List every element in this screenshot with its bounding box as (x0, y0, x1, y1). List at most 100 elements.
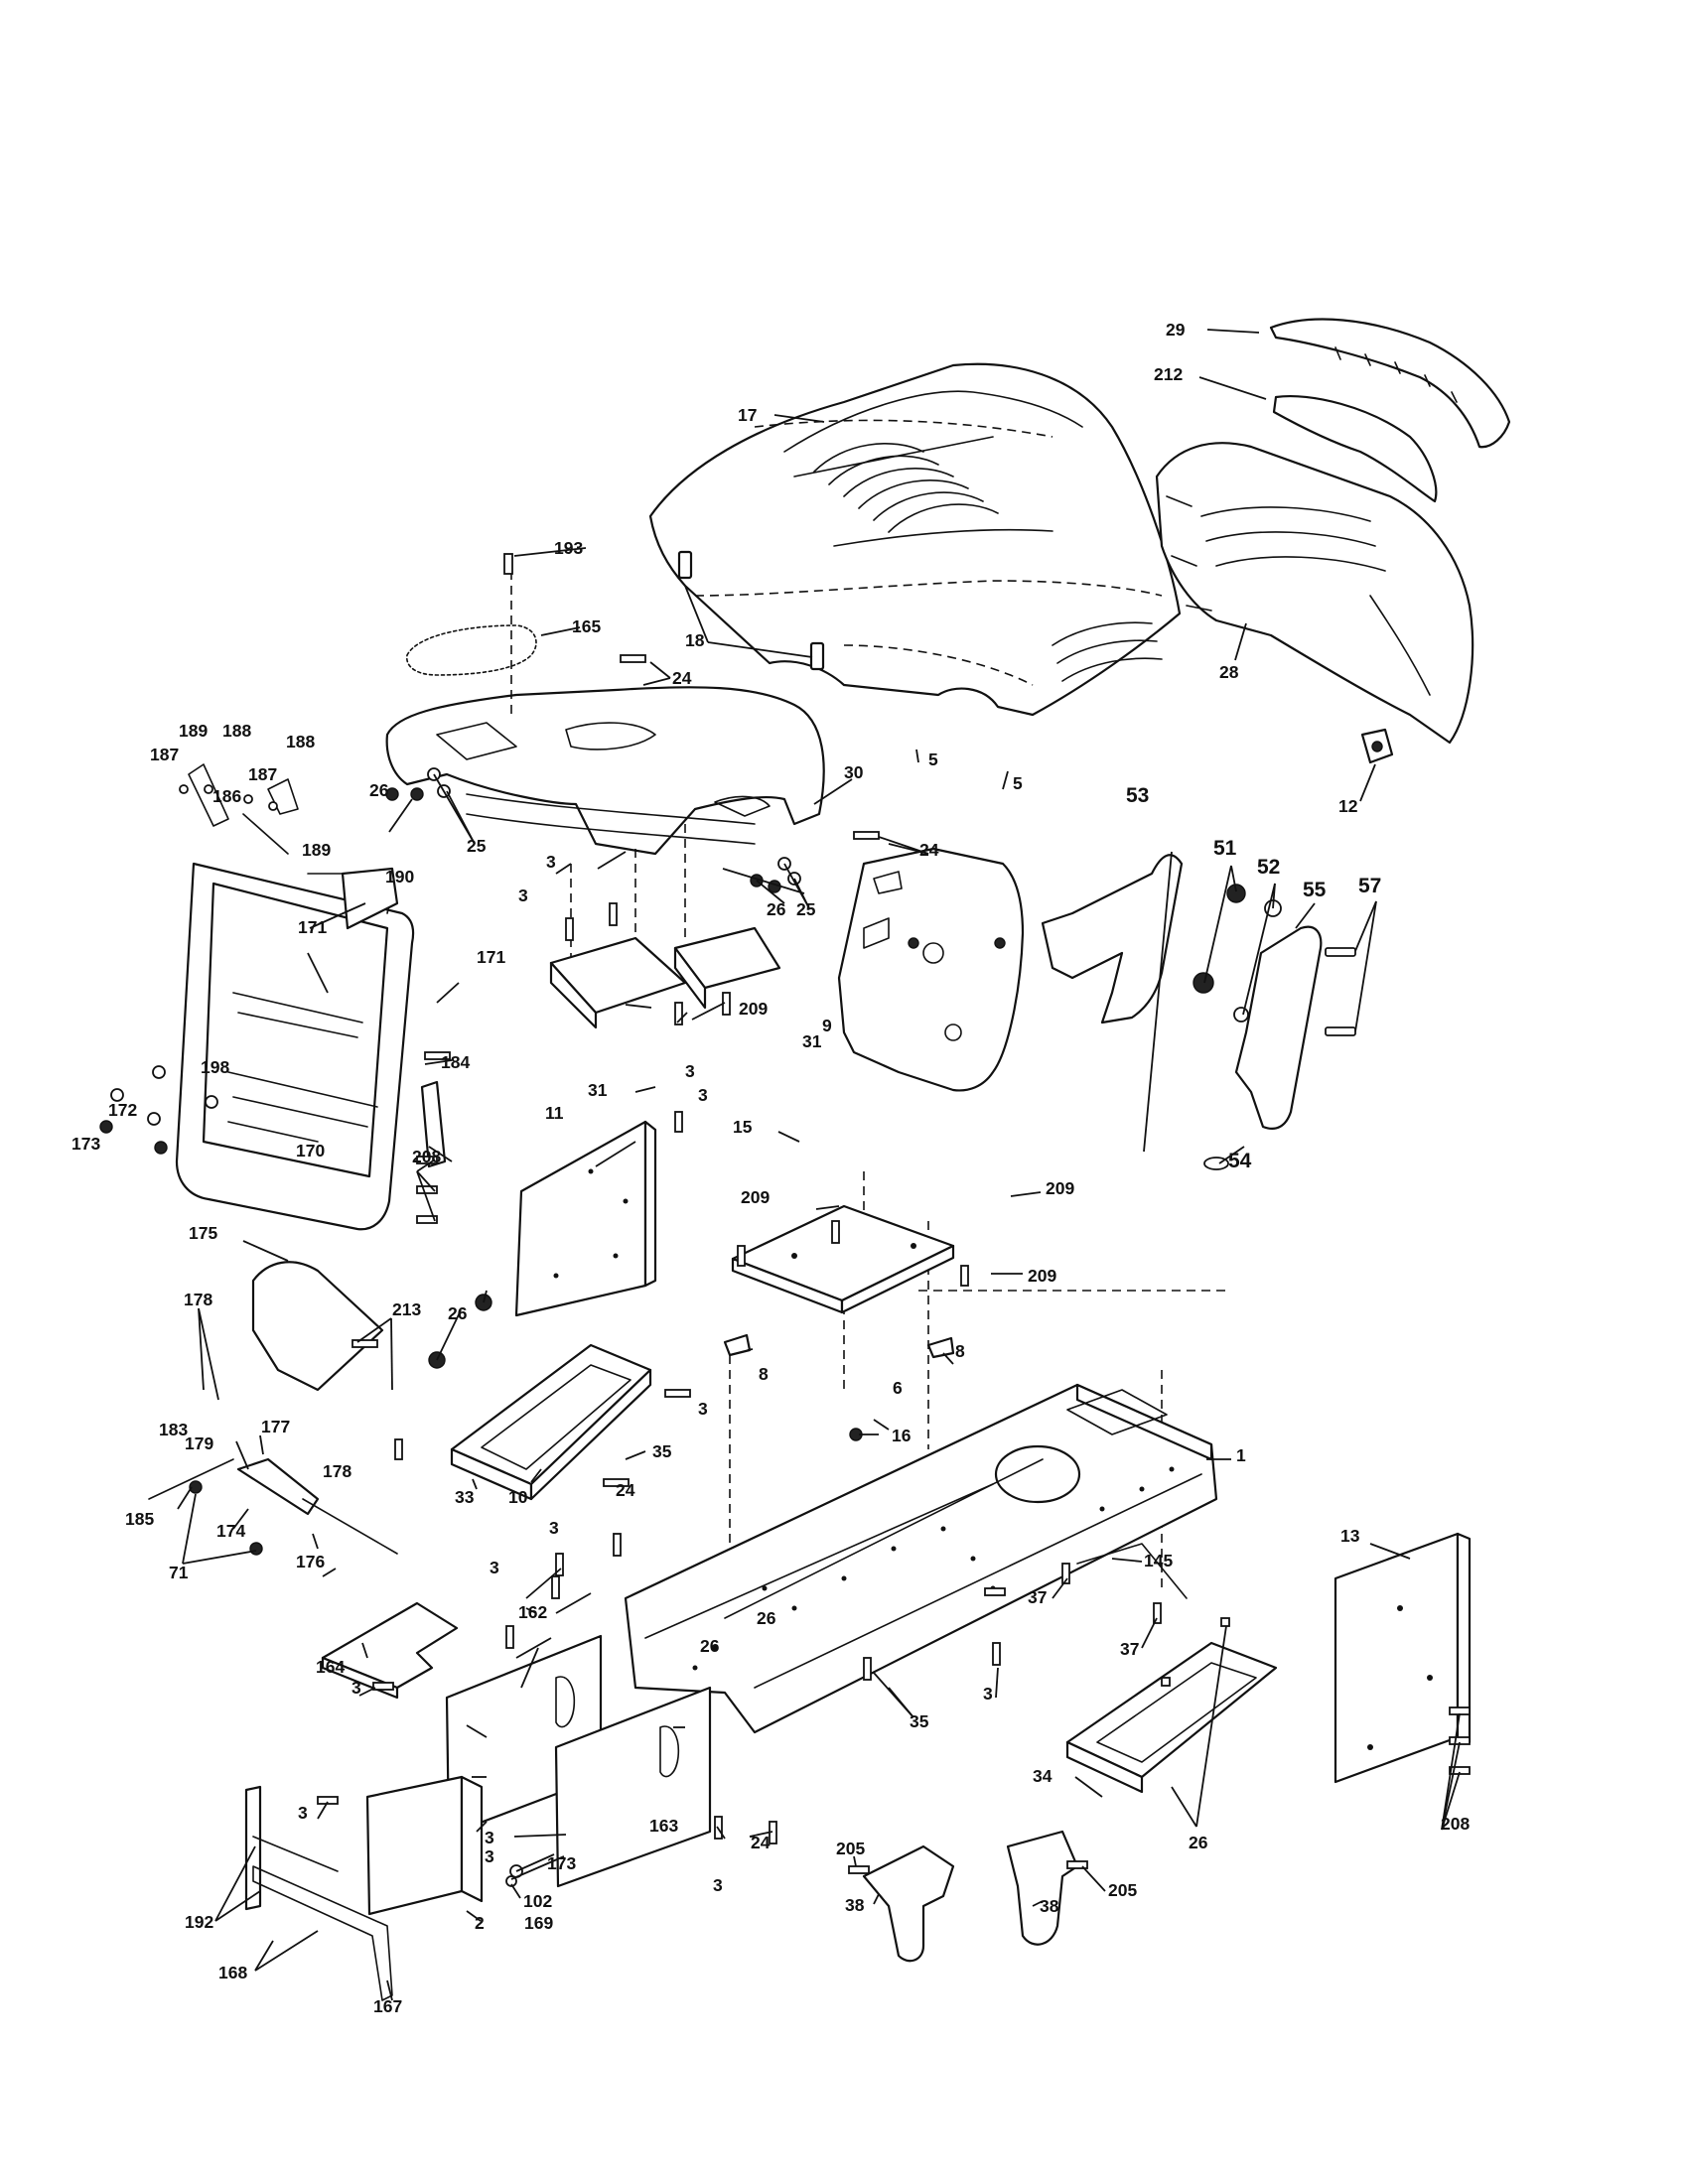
callout-51: 51 (1213, 837, 1237, 860)
callout-57: 57 (1358, 875, 1381, 897)
callout-3-frame-b: 3 (490, 1558, 499, 1577)
callout-190: 190 (385, 867, 414, 887)
callout-193: 193 (554, 538, 583, 558)
callout-25-left: 25 (467, 836, 487, 856)
callout-15: 15 (733, 1117, 753, 1137)
callout-184: 184 (441, 1052, 470, 1072)
callout-9: 9 (822, 1016, 832, 1035)
callout-167: 167 (373, 1996, 402, 2016)
callout-213: 213 (392, 1299, 421, 1319)
grille-trim-212 (1272, 394, 1438, 503)
footrest-34 (1065, 1641, 1278, 1794)
callout-174: 174 (216, 1521, 245, 1541)
callout-31-left: 31 (588, 1080, 608, 1100)
callout-187-left: 187 (150, 745, 179, 764)
bracket-38-right (1006, 1830, 1079, 1946)
callout-3-dash-b: 3 (518, 886, 528, 905)
callout-38-right: 38 (1040, 1896, 1059, 1916)
hood-part-17 (648, 362, 1182, 717)
callout-33: 33 (455, 1487, 475, 1507)
callout-30: 30 (844, 762, 864, 782)
callout-165: 165 (572, 616, 601, 636)
callout-5-right: 5 (1013, 773, 1023, 793)
linkage-186-189 (179, 763, 299, 855)
callout-172: 172 (108, 1100, 137, 1120)
callout-8-right: 8 (955, 1341, 965, 1361)
callout-3-frame-a: 3 (549, 1518, 559, 1538)
rod-145 (1076, 1543, 1188, 1599)
hardware-bolts (99, 553, 1471, 1887)
callout-35-frame: 35 (910, 1711, 929, 1731)
callout-178-top: 178 (184, 1290, 212, 1309)
callout-212: 212 (1154, 364, 1183, 384)
callout-38-left: 38 (845, 1895, 865, 1915)
clip-8 (723, 1333, 955, 1359)
callout-209-left: 209 (739, 999, 768, 1019)
main-frame-1 (624, 1383, 1218, 1734)
callout-205-right: 205 (1108, 1880, 1137, 1900)
callout-28: 28 (1219, 662, 1239, 682)
plate-part-6 (731, 1204, 955, 1314)
grille-part-28 (1155, 442, 1474, 745)
callout-3-frame-c: 3 (983, 1684, 993, 1704)
callout-188-left: 188 (222, 721, 251, 741)
callout-55: 55 (1303, 879, 1327, 901)
callout-170: 170 (296, 1141, 325, 1160)
callout-18: 18 (685, 630, 705, 650)
callout-169: 169 (524, 1913, 553, 1933)
callout-183: 183 (159, 1420, 188, 1439)
callout-168: 168 (218, 1963, 247, 1982)
callout-2: 2 (475, 1913, 485, 1933)
callout-178-right: 178 (323, 1461, 351, 1481)
callout-37-top: 37 (1028, 1587, 1047, 1607)
callout-188-right: 188 (286, 732, 315, 751)
callout-209-center: 209 (741, 1187, 770, 1207)
panel-184 (420, 1080, 447, 1168)
callout-26-left: 26 (369, 780, 389, 800)
callout-175: 175 (189, 1223, 217, 1243)
panel-190 (341, 867, 399, 930)
callout-3-bracket-164: 3 (351, 1678, 361, 1698)
callout-37-bottom: 37 (1120, 1639, 1139, 1659)
callout-163: 163 (649, 1816, 678, 1836)
callout-3-plate-2a: 3 (298, 1803, 308, 1823)
callout-198: 198 (201, 1057, 229, 1077)
callout-17: 17 (738, 405, 757, 425)
callout-3-bracket-b: 3 (698, 1085, 708, 1105)
frame-holes (692, 1466, 1175, 1671)
callout-54: 54 (1228, 1150, 1252, 1172)
callout-25-center: 25 (796, 899, 816, 919)
callout-8-left: 8 (759, 1364, 769, 1384)
callout-208-right: 208 (1441, 1814, 1470, 1834)
callout-162: 162 (518, 1602, 547, 1622)
callout-6: 6 (893, 1378, 903, 1398)
plate-2 (365, 1775, 484, 1916)
callout-16: 16 (892, 1426, 912, 1445)
callout-102: 102 (523, 1891, 552, 1911)
callout-53: 53 (1126, 784, 1149, 807)
callout-145: 145 (1144, 1551, 1173, 1570)
callout-24-right: 24 (919, 840, 939, 860)
control-panel-170 (175, 862, 415, 1231)
callout-1: 1 (1236, 1445, 1246, 1465)
callout-11: 11 (545, 1103, 564, 1123)
callout-186: 186 (212, 786, 241, 806)
callout-26-frame-b: 26 (700, 1636, 720, 1656)
gasket-165 (406, 624, 537, 676)
callout-35-footrest: 35 (652, 1441, 672, 1461)
callout-208-left: 208 (412, 1147, 441, 1166)
callout-177: 177 (261, 1417, 290, 1436)
callout-71: 71 (169, 1563, 189, 1582)
callout-26-frame-a: 26 (757, 1608, 776, 1628)
callout-3-dash-a: 3 (546, 852, 556, 872)
callout-13: 13 (1340, 1526, 1360, 1546)
callout-171-left: 171 (298, 917, 327, 937)
callout-26-footrest: 26 (448, 1303, 468, 1323)
side-plate-11 (514, 1120, 657, 1317)
callout-24-top: 24 (672, 668, 692, 688)
callout-209-plate: 209 (1028, 1266, 1056, 1286)
callout-171-right: 171 (477, 947, 505, 967)
callout-3-bottom: 3 (713, 1875, 723, 1895)
callout-labels: 29 212 17 193 165 18 28 24 24 24 24 30 2… (71, 320, 1470, 2016)
